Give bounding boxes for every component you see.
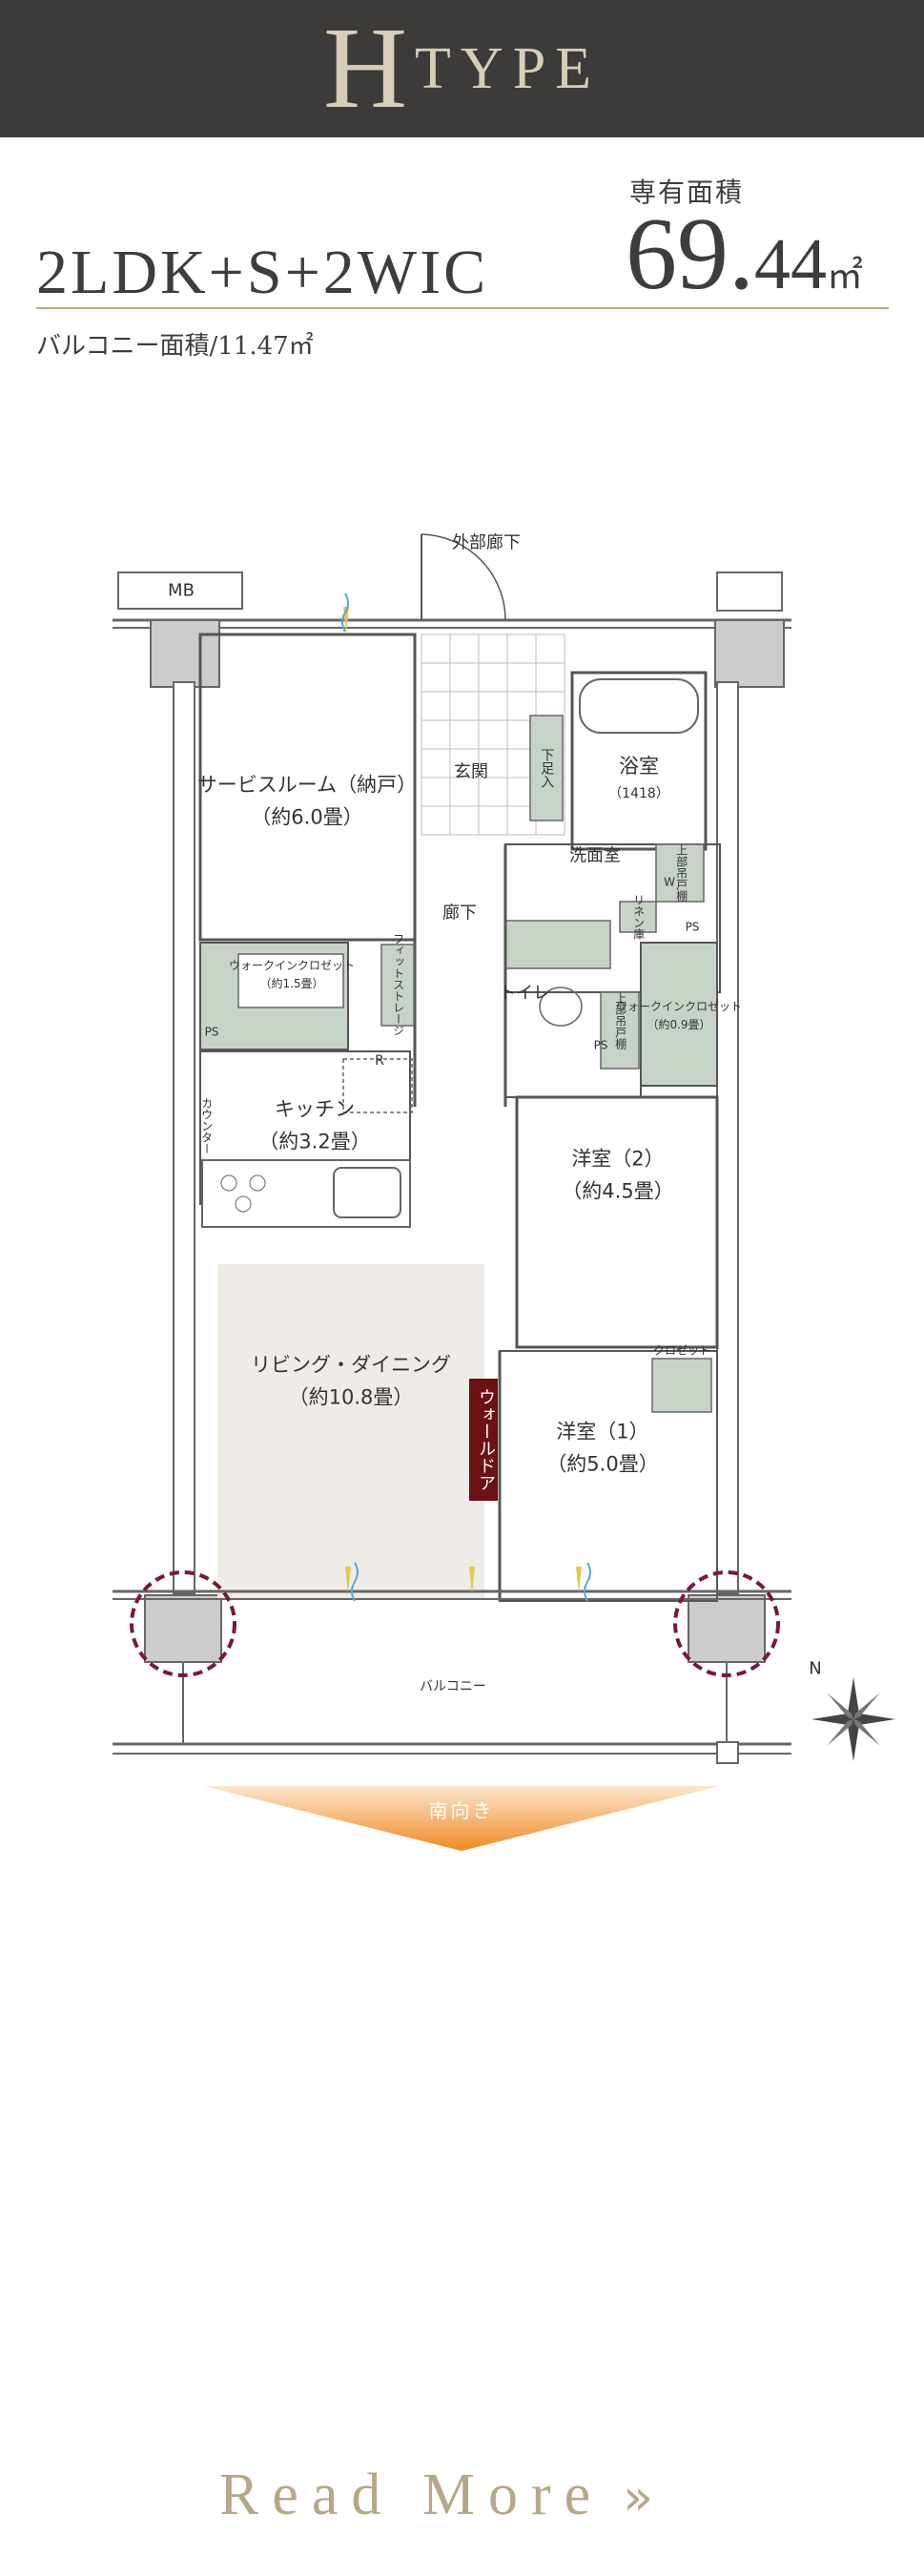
western-2-size: （約4.5畳） <box>562 1179 674 1202</box>
label-wic-left: ウォークインクロゼット （約1.5畳） <box>229 957 355 993</box>
label-mb: MB <box>168 580 195 601</box>
service-room-size: （約6.0畳） <box>251 805 363 828</box>
read-more-label: Read More <box>219 2462 605 2527</box>
wic-right-size: （約0.9畳） <box>647 1018 711 1031</box>
compass-icon <box>811 1677 895 1761</box>
floor-plan-drawing <box>113 533 895 1764</box>
bath-size: （1418） <box>608 785 669 801</box>
floor-plan: 外部廊下 MB サービスルーム（納戸） （約6.0畳） 玄関 下足入 浴室 （1… <box>105 515 906 1889</box>
area-int: 69. <box>626 197 754 311</box>
service-room-name: サービスルーム（納戸） <box>196 773 418 797</box>
label-outside-corridor: 外部廊下 <box>452 532 521 553</box>
label-ps-2: PS <box>204 1025 219 1039</box>
living-name: リビング・ダイニング <box>251 1353 451 1377</box>
bath-name: 浴室 <box>618 755 659 779</box>
western-1-size: （約5.0畳） <box>546 1452 659 1475</box>
area-value: 69.44㎡ <box>626 202 863 329</box>
label-linen: リネン庫 <box>631 894 646 940</box>
south-facing-label: 南向き <box>428 1799 495 1822</box>
type-letter: H <box>322 4 408 133</box>
label-entrance: 玄関 <box>454 761 488 782</box>
western-2-name: 洋室（2） <box>571 1147 665 1171</box>
label-western-1: 洋室（1） （約5.0畳） <box>546 1416 658 1480</box>
kitchen-name: キッチン <box>275 1097 355 1121</box>
label-balcony: バルコニー <box>420 1678 486 1694</box>
label-fridge: R <box>375 1052 384 1069</box>
area-unit: ㎡ <box>827 257 864 297</box>
type-word: TYPE <box>415 36 602 101</box>
label-wic-right: ウォークインクロゼット （約0.9畳） <box>616 998 742 1034</box>
wall-door-label: ウォールドア <box>469 1379 498 1501</box>
label-counter: カウンター <box>199 1097 214 1154</box>
area-label: 専有面積 <box>629 177 745 208</box>
summary-divider <box>36 307 889 309</box>
label-toilet: トイレ <box>499 983 550 1004</box>
wic-left-name: ウォークインクロゼット <box>228 958 356 972</box>
layout-type: 2LDK+S+2WIC <box>36 238 489 307</box>
label-washroom: 洗面室 <box>569 845 621 866</box>
label-western-2: 洋室（2） （約4.5畳） <box>562 1143 673 1207</box>
label-upper-storage: 上部吊戸棚 <box>674 844 688 902</box>
double-chevron-right-icon: » <box>623 2469 654 2526</box>
balcony-area: バルコニー面積/11.47㎡ <box>36 332 314 361</box>
label-bath: 浴室 （1418） <box>608 751 669 804</box>
label-hallway: 廊下 <box>442 903 477 924</box>
area-decimal: 44 <box>754 224 827 304</box>
western-1-name: 洋室（1） <box>556 1420 649 1444</box>
read-more-button[interactable]: Read More » <box>219 2462 653 2529</box>
label-north: N <box>809 1658 822 1679</box>
label-ps-1: PS <box>685 920 700 934</box>
header-bar <box>0 0 924 137</box>
label-living: リビング・ダイニング （約10.8畳） <box>251 1349 451 1413</box>
wic-right-name: ウォークインクロゼット <box>615 999 743 1013</box>
living-size: （約10.8畳） <box>288 1385 414 1408</box>
label-toilet-cabinet: 上部吊戸棚 <box>613 992 627 1049</box>
label-wm: W <box>664 875 675 889</box>
label-kitchen: キッチン （約3.2畳） <box>258 1093 370 1157</box>
south-arrow <box>204 1786 719 1851</box>
label-closet: クロゼット <box>652 1343 711 1358</box>
label-fit-storage: フィットストレージ <box>391 933 405 1036</box>
label-ps-3: PS <box>593 1038 608 1052</box>
wic-left-size: （約1.5畳） <box>259 977 324 990</box>
label-shoe-box: 下足入 <box>539 748 555 788</box>
label-service-room: サービスルーム（納戸） （約6.0畳） <box>197 769 417 833</box>
kitchen-size: （約3.2畳） <box>258 1130 371 1153</box>
